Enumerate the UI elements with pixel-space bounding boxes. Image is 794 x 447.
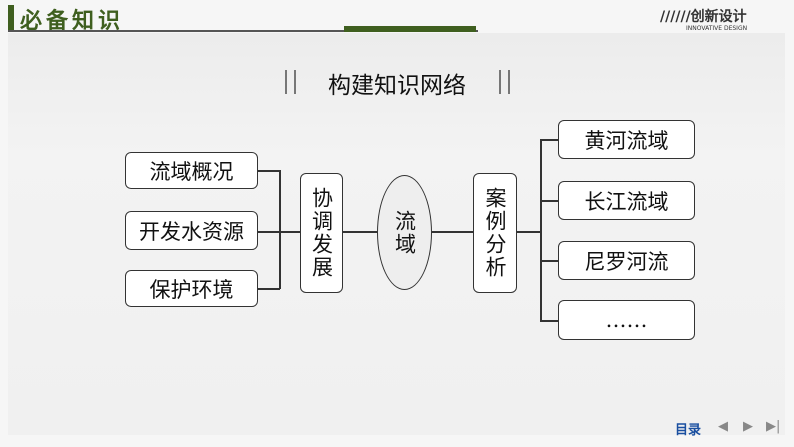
node-basin-center: 流域	[377, 175, 432, 290]
bracket-left	[279, 170, 281, 289]
header-divider	[8, 30, 478, 32]
logo-subtitle: INNOVATIVE DESIGN	[686, 25, 748, 32]
connector	[540, 139, 558, 141]
node-more: ……	[558, 300, 695, 340]
node-case-analysis: 案例分析	[473, 173, 517, 293]
connector	[432, 231, 473, 233]
prev-slide-button[interactable]: ◀	[718, 419, 728, 434]
title-bar-left	[285, 70, 296, 94]
connector	[540, 260, 558, 262]
connector	[258, 288, 280, 290]
connector	[258, 170, 280, 172]
header-divider-accent	[344, 26, 476, 32]
node-yellow-river: 黄河流域	[558, 120, 695, 159]
connector	[517, 231, 540, 233]
connector	[540, 200, 558, 202]
node-coordinated-development: 协调发展	[300, 173, 343, 293]
section-title: 必备知识	[20, 9, 125, 34]
node-environment: 保护环境	[125, 270, 258, 307]
node-basin-overview: 流域概况	[125, 152, 258, 189]
connector	[343, 231, 377, 233]
last-slide-button[interactable]: ▶|	[766, 419, 781, 434]
next-slide-button[interactable]: ▶	[743, 419, 753, 434]
node-yangtze: 长江流域	[558, 181, 695, 220]
node-nile: 尼罗河流	[558, 241, 695, 280]
connector	[540, 320, 558, 322]
header-accent-bar	[8, 5, 14, 31]
node-water-development: 开发水资源	[125, 211, 258, 250]
toc-link[interactable]: 目录	[675, 423, 702, 438]
map-title: 构建知识网络	[328, 73, 466, 99]
title-bar-right	[499, 70, 510, 94]
logo: //////创新设计	[660, 9, 747, 25]
bracket-right	[540, 139, 542, 321]
